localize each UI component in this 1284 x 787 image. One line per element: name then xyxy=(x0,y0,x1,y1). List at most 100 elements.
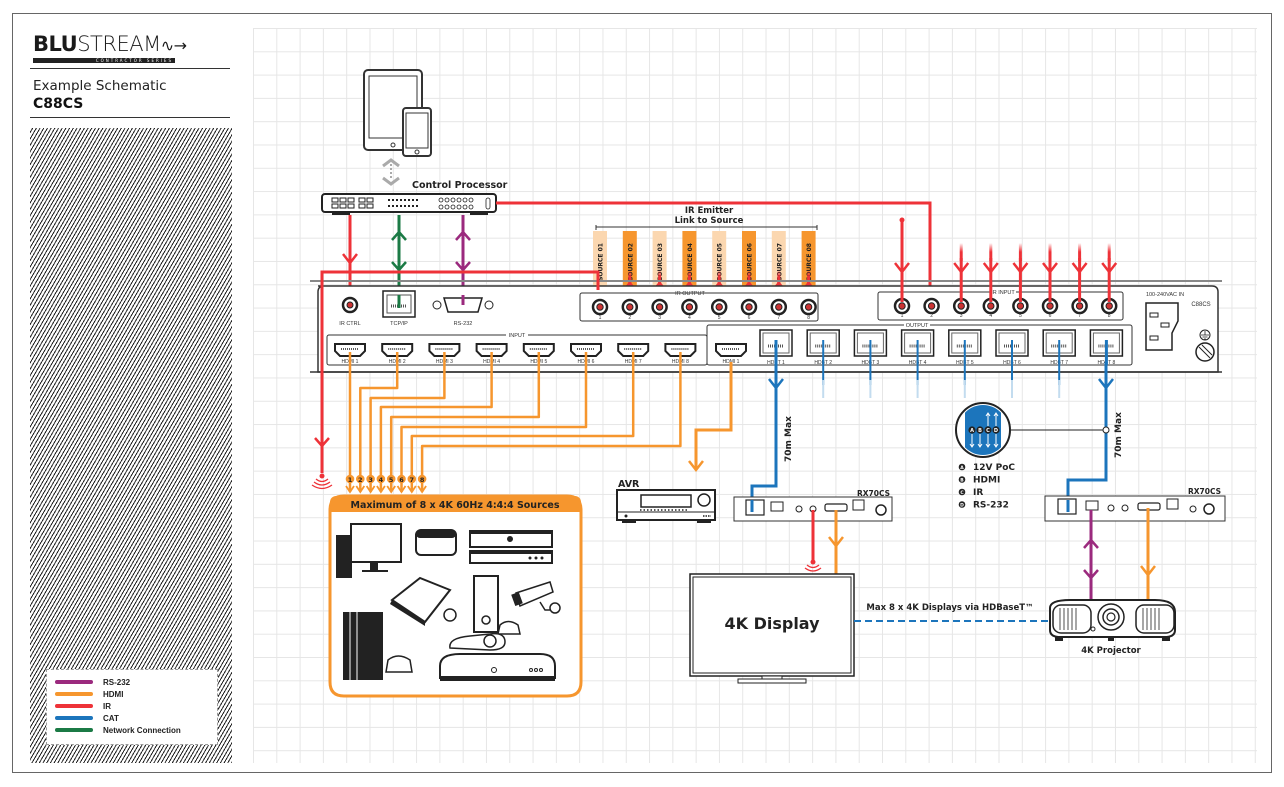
input-label: INPUT xyxy=(509,333,526,339)
hdmi-port[interactable] xyxy=(570,343,602,357)
ir-cable xyxy=(320,270,600,448)
callout-point xyxy=(1102,426,1110,434)
source-number: 4 xyxy=(379,476,384,484)
source-number-badge xyxy=(386,474,396,484)
ir-cable xyxy=(989,243,993,261)
hdmi-port[interactable] xyxy=(334,343,366,357)
hdbaset-note: Max 8 x 4K Displays via HDBaseT™ xyxy=(866,603,1033,613)
legend-label: HDMI xyxy=(103,689,124,699)
power-socket[interactable] xyxy=(1145,302,1179,351)
legend-swatch xyxy=(55,728,93,732)
port-number: 6 xyxy=(1049,313,1052,319)
source-label: SOURCE 01 xyxy=(598,243,605,281)
arrow-icon xyxy=(1071,262,1088,275)
feature-label: HDMI xyxy=(973,476,1000,486)
hdmi-port[interactable] xyxy=(381,343,414,357)
port-number: 3 xyxy=(960,313,963,319)
source-number: 1 xyxy=(348,476,353,484)
bracket xyxy=(595,225,818,230)
rs232-label: RS-232 xyxy=(454,321,473,327)
legend-swatch xyxy=(55,704,93,708)
legend-label: RS-232 xyxy=(103,677,131,687)
hdmi-port[interactable] xyxy=(664,343,697,357)
feature-label: IR xyxy=(973,488,983,498)
hatch-panel xyxy=(30,128,232,763)
avr-device xyxy=(616,489,716,523)
ir-output-port-center xyxy=(685,303,694,311)
legend-item-rs232: RS-232 xyxy=(55,676,130,688)
arrow-icon xyxy=(982,262,999,275)
ir-input-port-center xyxy=(987,302,995,310)
ir-cable xyxy=(1078,243,1082,261)
arrow-icon xyxy=(355,485,366,494)
xbox-console-icon xyxy=(473,575,521,635)
source-number-badge xyxy=(397,474,406,484)
control-processor-label: Control Processor xyxy=(412,180,508,191)
port-number: 5 xyxy=(718,315,721,321)
logo-bold-text: BLU xyxy=(33,32,78,56)
cat-distance-right: 70m Max xyxy=(1114,412,1124,458)
hdmi-cable xyxy=(410,352,635,492)
receiver-right-label: RX70CS xyxy=(1188,487,1221,496)
4k-display xyxy=(689,573,855,684)
feature-letter: A xyxy=(960,465,964,471)
source-number-badge xyxy=(356,474,365,484)
legend-swatch xyxy=(55,680,93,684)
ir-output-port-center xyxy=(715,303,723,311)
source-label: SOURCE 06 xyxy=(747,243,754,281)
hdmi-cable xyxy=(379,352,493,492)
schematic-subtitle: Example Schematic xyxy=(33,78,167,94)
ir-cable xyxy=(807,270,811,284)
hdmi-cable xyxy=(389,352,541,492)
sources-box-title: Maximum of 8 x 4K 60Hz 4:4:4 Sources xyxy=(350,500,559,511)
cctv-camera-icon xyxy=(511,581,561,614)
ir-ctrl-port[interactable] xyxy=(341,296,359,314)
feature-letter: D xyxy=(960,502,964,508)
ir-cable xyxy=(717,270,721,284)
control-processor[interactable] xyxy=(321,193,497,215)
ir-cable xyxy=(658,270,662,284)
rx70cs-receiver-right xyxy=(1044,495,1226,522)
ir-output-port-center xyxy=(775,303,783,311)
source-number: 2 xyxy=(358,476,363,484)
port-number: 1 xyxy=(599,315,602,321)
arrow-icon xyxy=(894,262,910,275)
hdmi-input-cables xyxy=(345,352,682,494)
cat-cable xyxy=(750,362,778,500)
ir-cable xyxy=(1107,243,1111,261)
port-number: 2 xyxy=(628,315,631,321)
legend-label: IR xyxy=(103,701,111,711)
arrow-icon xyxy=(407,485,417,494)
ir-input-port-center xyxy=(927,302,936,310)
feature-letter: D xyxy=(994,428,998,434)
arrow-icon xyxy=(417,485,427,494)
ir-input-label: IR INPUT xyxy=(991,290,1015,296)
source-number: 8 xyxy=(420,476,425,484)
feature-letter-badge xyxy=(968,426,976,434)
source-number: 7 xyxy=(410,476,415,484)
hdmi-port[interactable] xyxy=(522,343,555,357)
ir-output-group xyxy=(579,292,819,322)
port-number: 4 xyxy=(688,315,691,321)
hdmi-port[interactable] xyxy=(715,343,747,357)
hdmi-port[interactable] xyxy=(475,343,508,357)
port-number: 4 xyxy=(989,313,992,319)
hdmi-port[interactable] xyxy=(428,343,461,357)
hdmi-port[interactable] xyxy=(617,343,650,357)
ir-ctrl-label: IR CTRL xyxy=(339,321,360,327)
receiver-left-label: RX70CS xyxy=(857,489,890,498)
arrow-icon xyxy=(396,485,407,494)
feature-letter-badge xyxy=(958,501,966,508)
legend-label: CAT xyxy=(103,713,119,723)
legend-swatch xyxy=(55,692,93,696)
feature-letter-badge xyxy=(958,463,966,471)
feature-letter: B xyxy=(960,477,964,483)
ir-input-port-center xyxy=(1105,302,1113,310)
pc-monitor-icon xyxy=(336,523,402,578)
tcpip-port[interactable] xyxy=(382,290,416,318)
port-number: 5 xyxy=(1019,313,1022,319)
